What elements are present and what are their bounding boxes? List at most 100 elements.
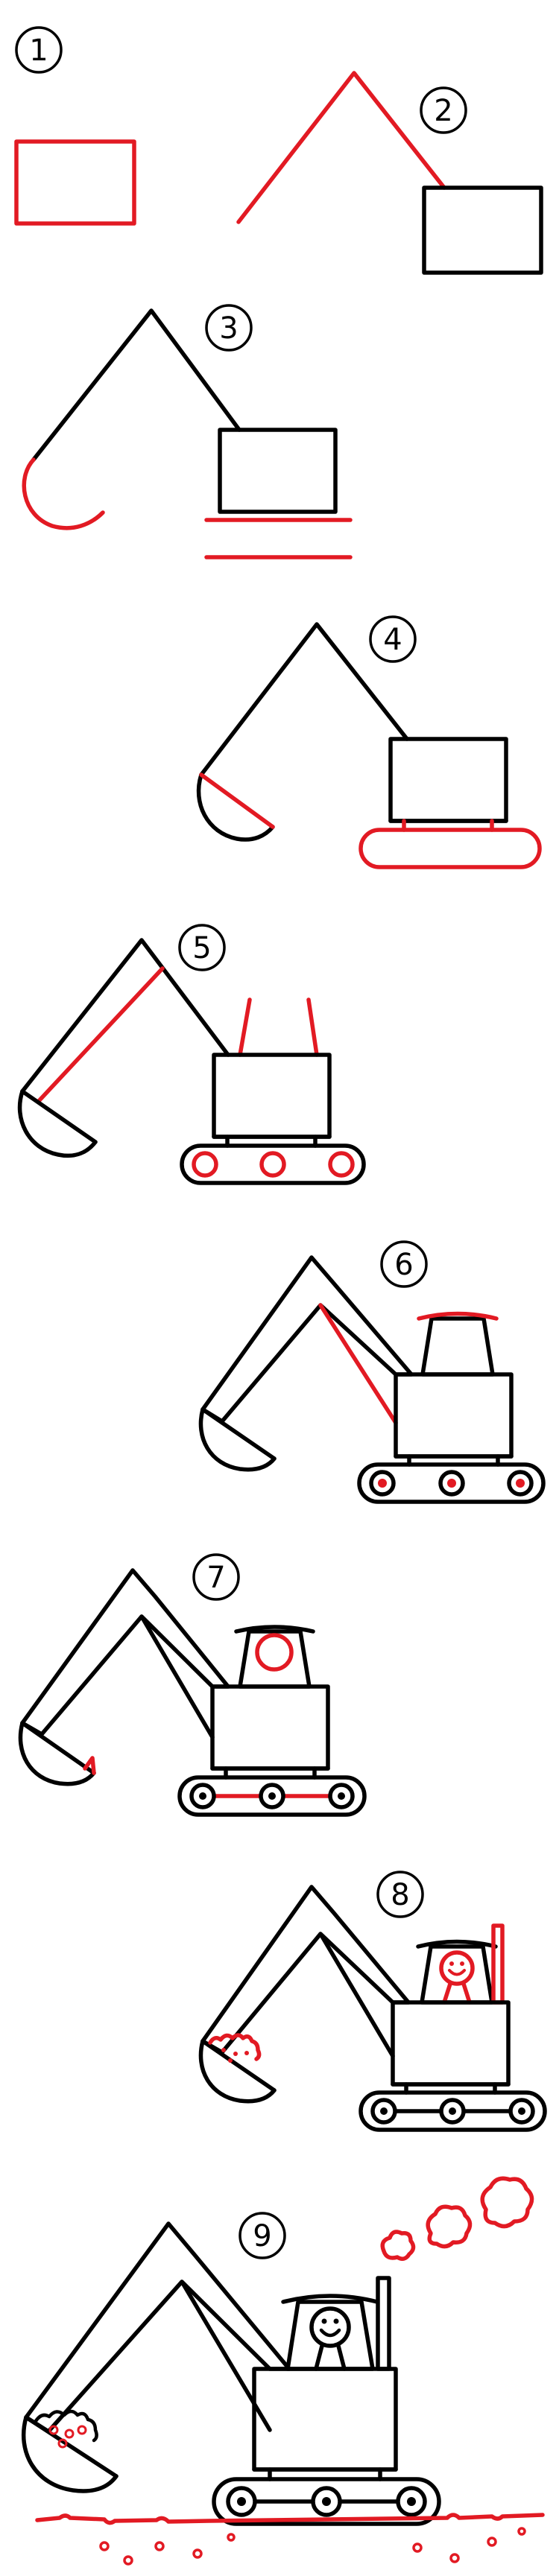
step-number-6-label: 6	[394, 1248, 413, 1282]
cab-rectangle	[14, 139, 136, 226]
bucket-tooth	[83, 1756, 96, 1775]
bucket-curve	[21, 2415, 119, 2493]
track-outline	[180, 1143, 366, 1185]
step-number-8-label: 8	[391, 1878, 409, 1912]
driver	[439, 1950, 475, 2005]
step-number-1: 1	[15, 26, 63, 74]
ground-line	[35, 2513, 545, 2525]
driver-head	[439, 1950, 475, 1986]
wheel-hub-left	[237, 2497, 246, 2506]
bucket-lip-line	[24, 2415, 119, 2478]
bucket-curve	[198, 1407, 277, 1472]
bucket-lip-line	[199, 773, 275, 829]
step-8: 8	[198, 1871, 547, 2132]
step-number-6: 6	[380, 1240, 428, 1288]
driver-arm-right	[461, 1982, 472, 2005]
step-number-4-label: 4	[383, 623, 402, 657]
wheel-hub-left	[378, 1479, 387, 1488]
step-number-7: 7	[192, 1553, 240, 1601]
bucket-lip-line	[20, 1721, 96, 1775]
step-number-2-label: 2	[434, 94, 452, 128]
step-6: 6	[198, 1240, 546, 1504]
exhaust-smoke	[380, 2176, 534, 2261]
smoke-cloud-large	[480, 2176, 534, 2229]
cab-window	[238, 1629, 312, 1689]
step-9: 9	[21, 2176, 545, 2566]
step-5: 5	[17, 924, 366, 1185]
step-number-7-label: 7	[206, 1561, 225, 1595]
track-wheel-left	[192, 1151, 218, 1178]
track-wheel-right	[507, 1470, 534, 1497]
track-wheel-middle	[438, 1470, 465, 1497]
driver-eye-right	[333, 2318, 339, 2324]
dirt-dots	[221, 2048, 249, 2063]
boom-arm-lines	[236, 71, 446, 224]
bucket-curve	[198, 2039, 277, 2104]
cab-body	[218, 428, 338, 514]
track-wheel-right	[328, 1151, 355, 1178]
track-outline	[177, 1775, 367, 1817]
boom-inner-line	[37, 966, 165, 1103]
step-4: 4	[196, 615, 542, 869]
exhaust-pipe	[376, 2276, 391, 2371]
wheel-hub-right	[518, 2107, 525, 2115]
wheel-hub-right	[516, 1479, 525, 1488]
bucket-lip-line	[200, 1407, 277, 1461]
driver-head	[255, 1633, 294, 1672]
step-number-8: 8	[376, 1871, 424, 1918]
track-outline	[212, 2477, 441, 2526]
cab-roof	[417, 1311, 499, 1321]
step-number-1-label: 1	[29, 34, 48, 68]
bucket-lip-line	[20, 1089, 98, 1144]
wheel-hub-left	[199, 1792, 206, 1800]
step-1: 1	[14, 26, 136, 226]
exhaust-pipe	[491, 1923, 505, 2005]
cab-roof	[281, 2294, 379, 2304]
cab-body	[394, 1372, 514, 1459]
step-number-3: 3	[205, 304, 253, 352]
driver-smile	[448, 1969, 466, 1976]
step-number-9: 9	[239, 2212, 286, 2259]
smoke-cloud-small	[380, 2230, 416, 2261]
driver-arm-left	[442, 1982, 452, 2005]
track-wheel-left	[369, 1470, 396, 1497]
bucket-lip-line	[200, 2039, 277, 2093]
wheel-hub-middle	[449, 2107, 456, 2115]
driver-head	[309, 2306, 351, 2348]
boom-arm	[31, 308, 241, 462]
bucket-dirt	[208, 2033, 262, 2061]
driver	[309, 2306, 351, 2371]
bucket-curve	[17, 1089, 98, 1158]
ground-pebbles	[99, 2527, 526, 2566]
stick-cylinder-line	[139, 1614, 215, 1739]
cab-body	[391, 2000, 511, 2087]
wheel-hub-middle	[268, 1792, 276, 1800]
cab-body	[388, 737, 508, 823]
bucket-curve	[196, 773, 275, 842]
cab-roof-post-left	[238, 997, 252, 1057]
step-number-5-label: 5	[192, 931, 211, 965]
track-wheel-middle	[259, 1151, 286, 1178]
smoke-cloud-medium	[426, 2204, 473, 2249]
driver-eye-left	[449, 1961, 454, 1966]
dirt-dots	[48, 2425, 87, 2449]
driver-smile	[319, 2328, 341, 2338]
driver-arm-left	[314, 2344, 324, 2371]
boom-arm	[199, 622, 409, 777]
step-number-4: 4	[369, 615, 417, 663]
step-3: 3	[22, 304, 353, 559]
step-number-2: 2	[420, 86, 467, 134]
driver-eye-right	[460, 1961, 464, 1966]
track-outline	[357, 1462, 546, 1504]
step-number-5: 5	[178, 924, 226, 971]
step-2: 2	[236, 71, 543, 275]
cab-roof	[234, 1625, 315, 1634]
driver-eye-left	[321, 2318, 327, 2324]
stick-cylinder-line	[318, 1932, 395, 2058]
wheel-hub-right	[338, 1792, 345, 1800]
wheel-hub-middle	[447, 1479, 456, 1488]
wheel-hub-left	[380, 2107, 388, 2115]
cab-body	[210, 1684, 330, 1771]
wheel-hub-middle	[322, 2497, 331, 2506]
